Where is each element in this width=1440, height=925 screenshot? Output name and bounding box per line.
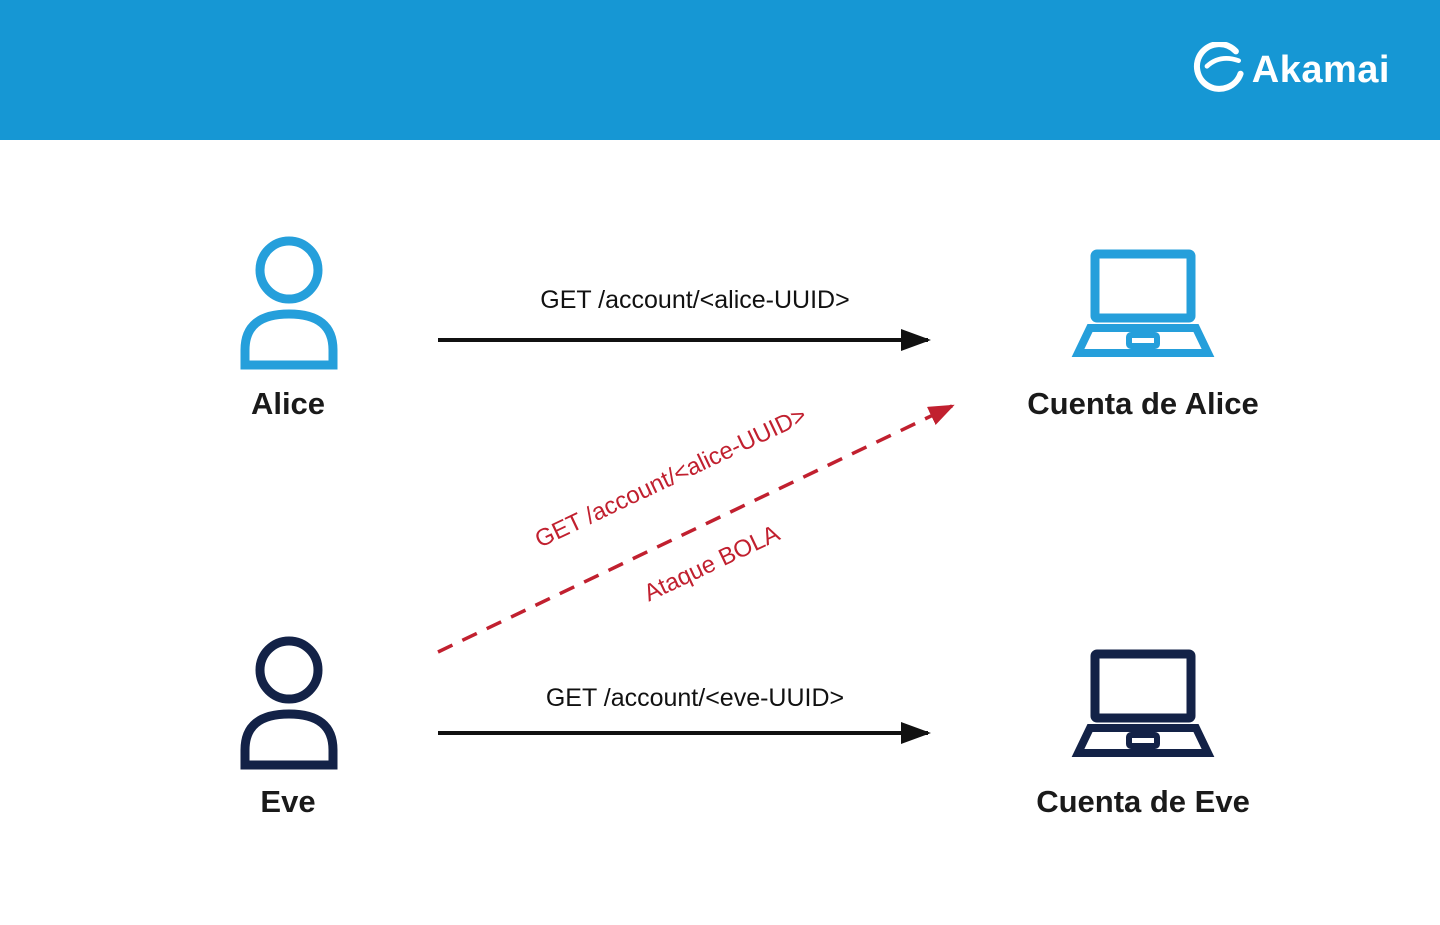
- alice-request-arrow: [438, 329, 931, 351]
- alice-account-laptop-icon: [1068, 248, 1218, 366]
- akamai-logo: Akamai: [1192, 42, 1390, 98]
- bola-attack-arrow: [437, 404, 955, 654]
- eve-request-arrow: [438, 722, 931, 744]
- eve-account-label: Cuenta de Eve: [1036, 784, 1250, 819]
- alice-request-label: GET /account/<alice-UUID>: [540, 286, 850, 314]
- eve-label: Eve: [260, 784, 316, 819]
- eve-request-label: GET /account/<eve-UUID>: [545, 684, 845, 712]
- alice-account-label: Cuenta de Alice: [1027, 386, 1259, 421]
- eve-person-icon: [233, 636, 345, 770]
- akamai-wordmark: Akamai: [1251, 48, 1390, 91]
- akamai-wave-icon: [1193, 42, 1244, 92]
- alice-person-icon: [233, 236, 345, 370]
- alice-label: Alice: [250, 386, 326, 421]
- header-bar: Akamai: [0, 0, 1440, 140]
- eve-account-laptop-icon: [1068, 648, 1218, 766]
